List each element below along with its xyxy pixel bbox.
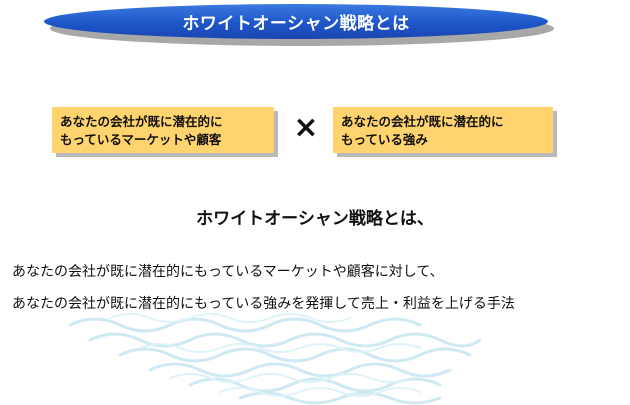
title-pill: ホワイトオーシャン戦略とは — [44, 4, 548, 39]
strength-line2: もっている強み — [341, 132, 428, 147]
title-banner: ホワイトオーシャン戦略とは — [44, 4, 554, 46]
market-customer-line2: もっているマーケットや顧客 — [60, 132, 222, 147]
strength-line1: あなたの会社が既に潜在的に — [341, 114, 504, 129]
page-title: ホワイトオーシャン戦略とは — [182, 14, 410, 34]
multiply-operator: × — [293, 110, 319, 145]
definition-line-2: あなたの会社が既に潜在的にもっている強みを発揮して売上・利益を上げる手法 — [12, 296, 515, 312]
definition-line-1: あなたの会社が既に潜在的にもっているマーケットや顧客に対して、 — [12, 264, 444, 280]
strength-box: あなたの会社が既に潜在的に もっている強み — [333, 107, 553, 153]
market-customer-box: あなたの会社が既に潜在的に もっているマーケットや顧客 — [52, 107, 274, 153]
definition-heading: ホワイトオーシャン戦略とは、 — [196, 209, 434, 229]
market-customer-line1: あなたの会社が既に潜在的に — [60, 114, 223, 129]
